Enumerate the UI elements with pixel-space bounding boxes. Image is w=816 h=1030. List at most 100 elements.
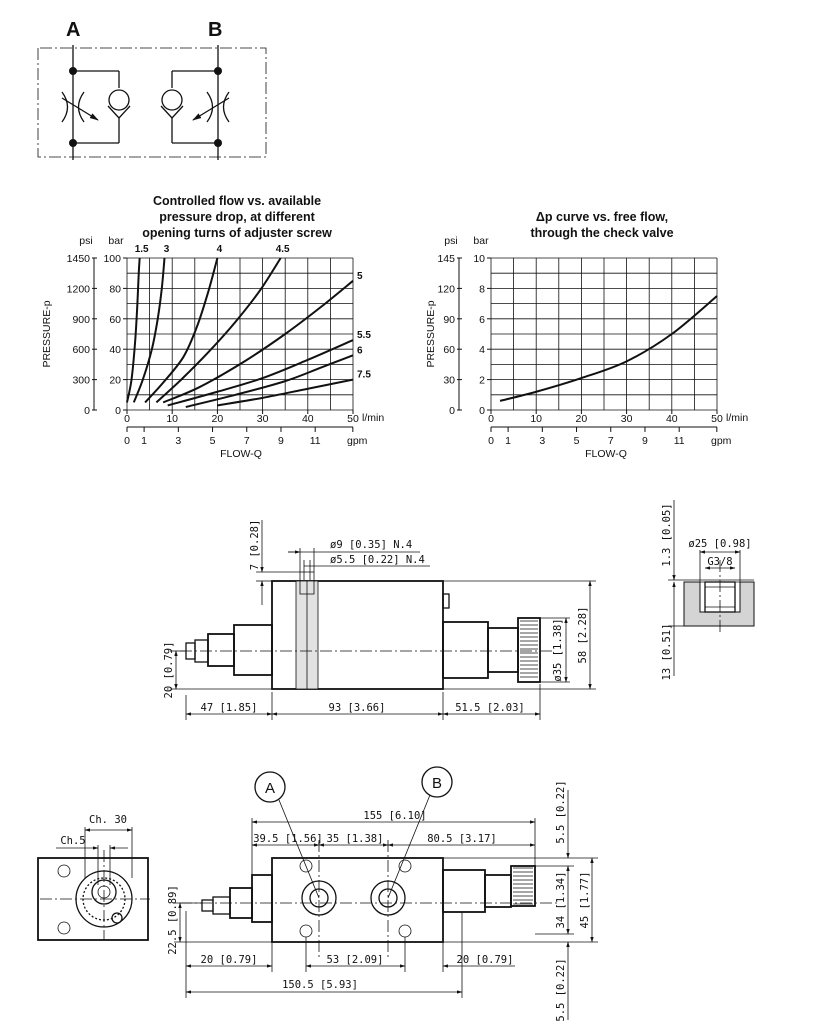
c1-xtick-label: 50 (347, 413, 359, 425)
c1-series-line (185, 354, 354, 408)
c1-psi-tick-label: 1200 (67, 283, 91, 295)
chart2-bar-unit: bar (473, 235, 489, 247)
dim-13: 13 [0.51] (661, 624, 673, 681)
c1-psi-tick-label: 0 (84, 405, 90, 417)
c2-xtick-label: 50 (711, 413, 723, 425)
c2-psi-tick-label: 0 (449, 405, 455, 417)
c1-psi-tick-label: 1450 (67, 253, 91, 265)
c2-gpm-tick-label: 3 (539, 435, 545, 447)
front-body (271, 857, 444, 943)
dim-5-5-top: 5.5 [0.22] (555, 780, 567, 843)
c1-gpm-tick-label: 0 (124, 435, 130, 447)
c2-series-line (499, 295, 718, 402)
hydraulic-schematic: A B (37, 19, 267, 160)
front-adjuster-knob (510, 865, 536, 907)
dim-diam-9: ø9 [0.35] N.4 (330, 539, 412, 551)
c2-psi-tick-label: 30 (443, 375, 455, 387)
dim-1-3: 1.3 [0.05] (661, 503, 673, 566)
c1-series-line (144, 257, 219, 404)
chart1-xlabel: FLOW-Q (220, 448, 262, 460)
port-a-callout (254, 771, 286, 803)
c2-gpm-tick-label: 0 (488, 435, 494, 447)
chart-controlled-flow: Controlled flow vs. available pressure d… (41, 194, 384, 460)
c1-psi-tick-label: 600 (72, 344, 90, 356)
chart2-grid (490, 257, 718, 411)
c1-psi-tick-label: 900 (72, 314, 90, 326)
dim-20: 20 [0.79] (163, 642, 175, 699)
chart1-title-line-3: opening turns of adjuster screw (142, 226, 332, 240)
dim-45: 45 [1.77] (579, 872, 591, 929)
chart1-psi-unit: psi (79, 235, 92, 247)
c1-ytick-label: 80 (109, 283, 121, 295)
c2-psi-tick-label: 60 (443, 344, 455, 356)
dim-diam-35: ø35 [1.38] (552, 618, 564, 681)
c2-psi-tick-label: 145 (437, 253, 455, 265)
adjustable-throttle-icon (61, 97, 99, 121)
chart2-x-unit: l/min (726, 412, 748, 424)
c2-ytick-label: 8 (479, 283, 485, 295)
c1-psi-tick-label: 300 (72, 375, 90, 387)
dim-35: 35 [1.38] (327, 833, 384, 845)
c1-xtick-label: 0 (124, 413, 130, 425)
c2-xtick-label: 40 (666, 413, 678, 425)
c1-series-line (155, 257, 282, 404)
dim-93: 93 [3.66] (329, 702, 386, 714)
c2-ytick-label: 6 (479, 314, 485, 326)
c2-xtick-label: 20 (576, 413, 588, 425)
check-valve-ball-icon (108, 89, 130, 111)
c1-series-label: 5.5 (357, 330, 371, 341)
schematic-label-b: B (208, 19, 222, 41)
c1-gpm-tick-label: 5 (210, 435, 216, 447)
dim-58: 58 [2.28] (577, 607, 589, 664)
chart1-ylabel: PRESSURE-p (41, 300, 53, 367)
chart1-x-unit: l/min (362, 412, 384, 424)
c1-series-label: 4 (217, 244, 223, 255)
chart2-series (499, 295, 718, 402)
dim-diam-25: ø25 [0.98] (688, 538, 751, 550)
left-fitting (233, 624, 273, 676)
chart2-x-unit-gpm: gpm (711, 435, 732, 447)
dim-20-right: 20 [0.79] (457, 954, 514, 966)
c1-gpm-tick-label: 3 (175, 435, 181, 447)
c2-gpm-tick-label: 1 (505, 435, 511, 447)
c1-ytick-label: 20 (109, 375, 121, 387)
schematic-label-a: A (66, 19, 80, 41)
dim-34: 34 [1.34] (555, 872, 567, 929)
port-detail-drawing: 1.3 [0.05] 13 [0.51] ø25 [0.98] G3/8 (661, 500, 755, 681)
c1-series-line (217, 378, 354, 407)
port-b-circle (370, 880, 406, 916)
c2-psi-tick-label: 120 (437, 283, 455, 295)
c1-xtick-label: 20 (212, 413, 224, 425)
c2-xtick-label: 10 (530, 413, 542, 425)
c1-xtick-label: 30 (257, 413, 269, 425)
c2-xtick-label: 30 (621, 413, 633, 425)
c2-gpm-tick-label: 7 (608, 435, 614, 447)
chart1-x-unit-gpm: gpm (347, 435, 368, 447)
right-adjuster (442, 621, 489, 679)
dim-diam-5-5: ø5.5 [0.22] N.4 (330, 554, 425, 566)
c2-gpm-tick-label: 9 (642, 435, 648, 447)
chart1-bar-unit: bar (108, 235, 124, 247)
c1-series-line (167, 339, 354, 407)
dim-22-5: 22.5 [0.89] (167, 885, 179, 955)
chart2-psi-unit: psi (444, 235, 457, 247)
chart2-title-line-1: Δp curve vs. free flow, (536, 210, 668, 224)
c1-series-label: 6 (357, 345, 363, 356)
dim-150-5: 150.5 [5.93] (282, 979, 358, 991)
front-knurl-icon (513, 867, 533, 905)
dim-20-left: 20 [0.79] (201, 954, 258, 966)
c2-ytick-label: 10 (473, 253, 485, 265)
chart1-title-line-2: pressure drop, at different (159, 210, 315, 224)
port-b-callout (421, 766, 453, 798)
c1-gpm-tick-label: 1 (141, 435, 147, 447)
dim-39-5: 39.5 [1.56] (253, 833, 323, 845)
c1-series-line (126, 257, 141, 403)
schematic-border (37, 47, 267, 158)
c1-ytick-label: 60 (109, 314, 121, 326)
dim-7: 7 [0.28] (249, 520, 261, 571)
port-a-label: A (265, 780, 275, 797)
dim-g3-8: G3/8 (707, 556, 732, 568)
c1-series-line (162, 280, 354, 404)
c1-series-line (132, 257, 166, 403)
